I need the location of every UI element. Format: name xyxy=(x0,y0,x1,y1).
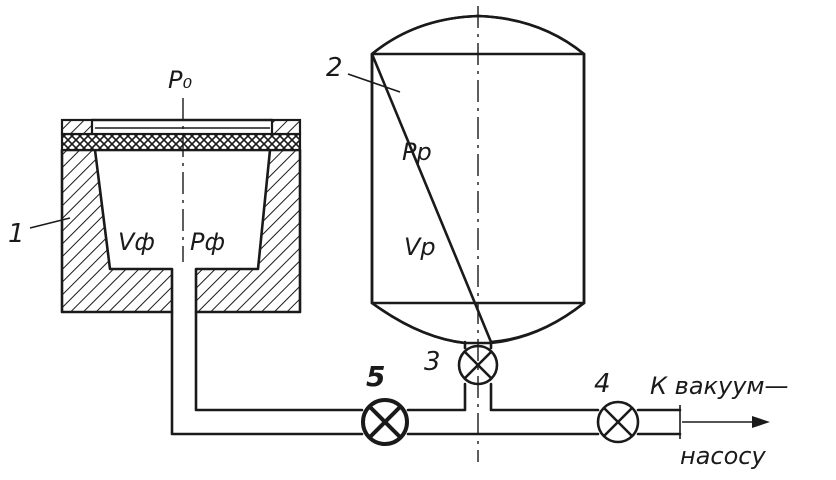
label-valve3-number: 3 xyxy=(424,347,441,377)
label-mold-number: 1 xyxy=(8,219,25,249)
mold-cover-right xyxy=(270,118,302,136)
label-valve5-number: 5 xyxy=(366,360,385,393)
valve-4[interactable] xyxy=(596,400,640,444)
leader-1 xyxy=(29,217,71,229)
label-p-mold: Pф xyxy=(190,228,225,256)
receiver-tank xyxy=(370,6,586,462)
flow-arrow-head xyxy=(752,416,770,428)
label-vacuum-line1: К вакуум— xyxy=(650,372,789,400)
label-p0: P₀ xyxy=(168,66,192,94)
mold-body-hatched xyxy=(60,148,302,314)
label-valve4-number: 4 xyxy=(594,369,611,399)
valve-5[interactable] xyxy=(361,398,409,446)
mold-cover-left xyxy=(60,118,94,136)
pipe-mold-inner xyxy=(194,310,364,412)
pipe-mid-top xyxy=(406,382,467,412)
leader-2 xyxy=(347,73,401,93)
pipe-branch-right xyxy=(489,382,600,412)
label-tank-number: 2 xyxy=(326,53,343,83)
valve-3[interactable] xyxy=(457,344,499,386)
label-vacuum-line2: насосу xyxy=(680,442,766,470)
label-v-mold: Vф xyxy=(118,228,155,256)
mold xyxy=(60,98,302,314)
pipe-mold-outer xyxy=(170,310,364,436)
label-p-tank: Pр xyxy=(402,138,432,166)
mold-seal-layer xyxy=(60,132,302,152)
label-v-tank: Vр xyxy=(404,233,436,261)
piping xyxy=(170,310,770,439)
